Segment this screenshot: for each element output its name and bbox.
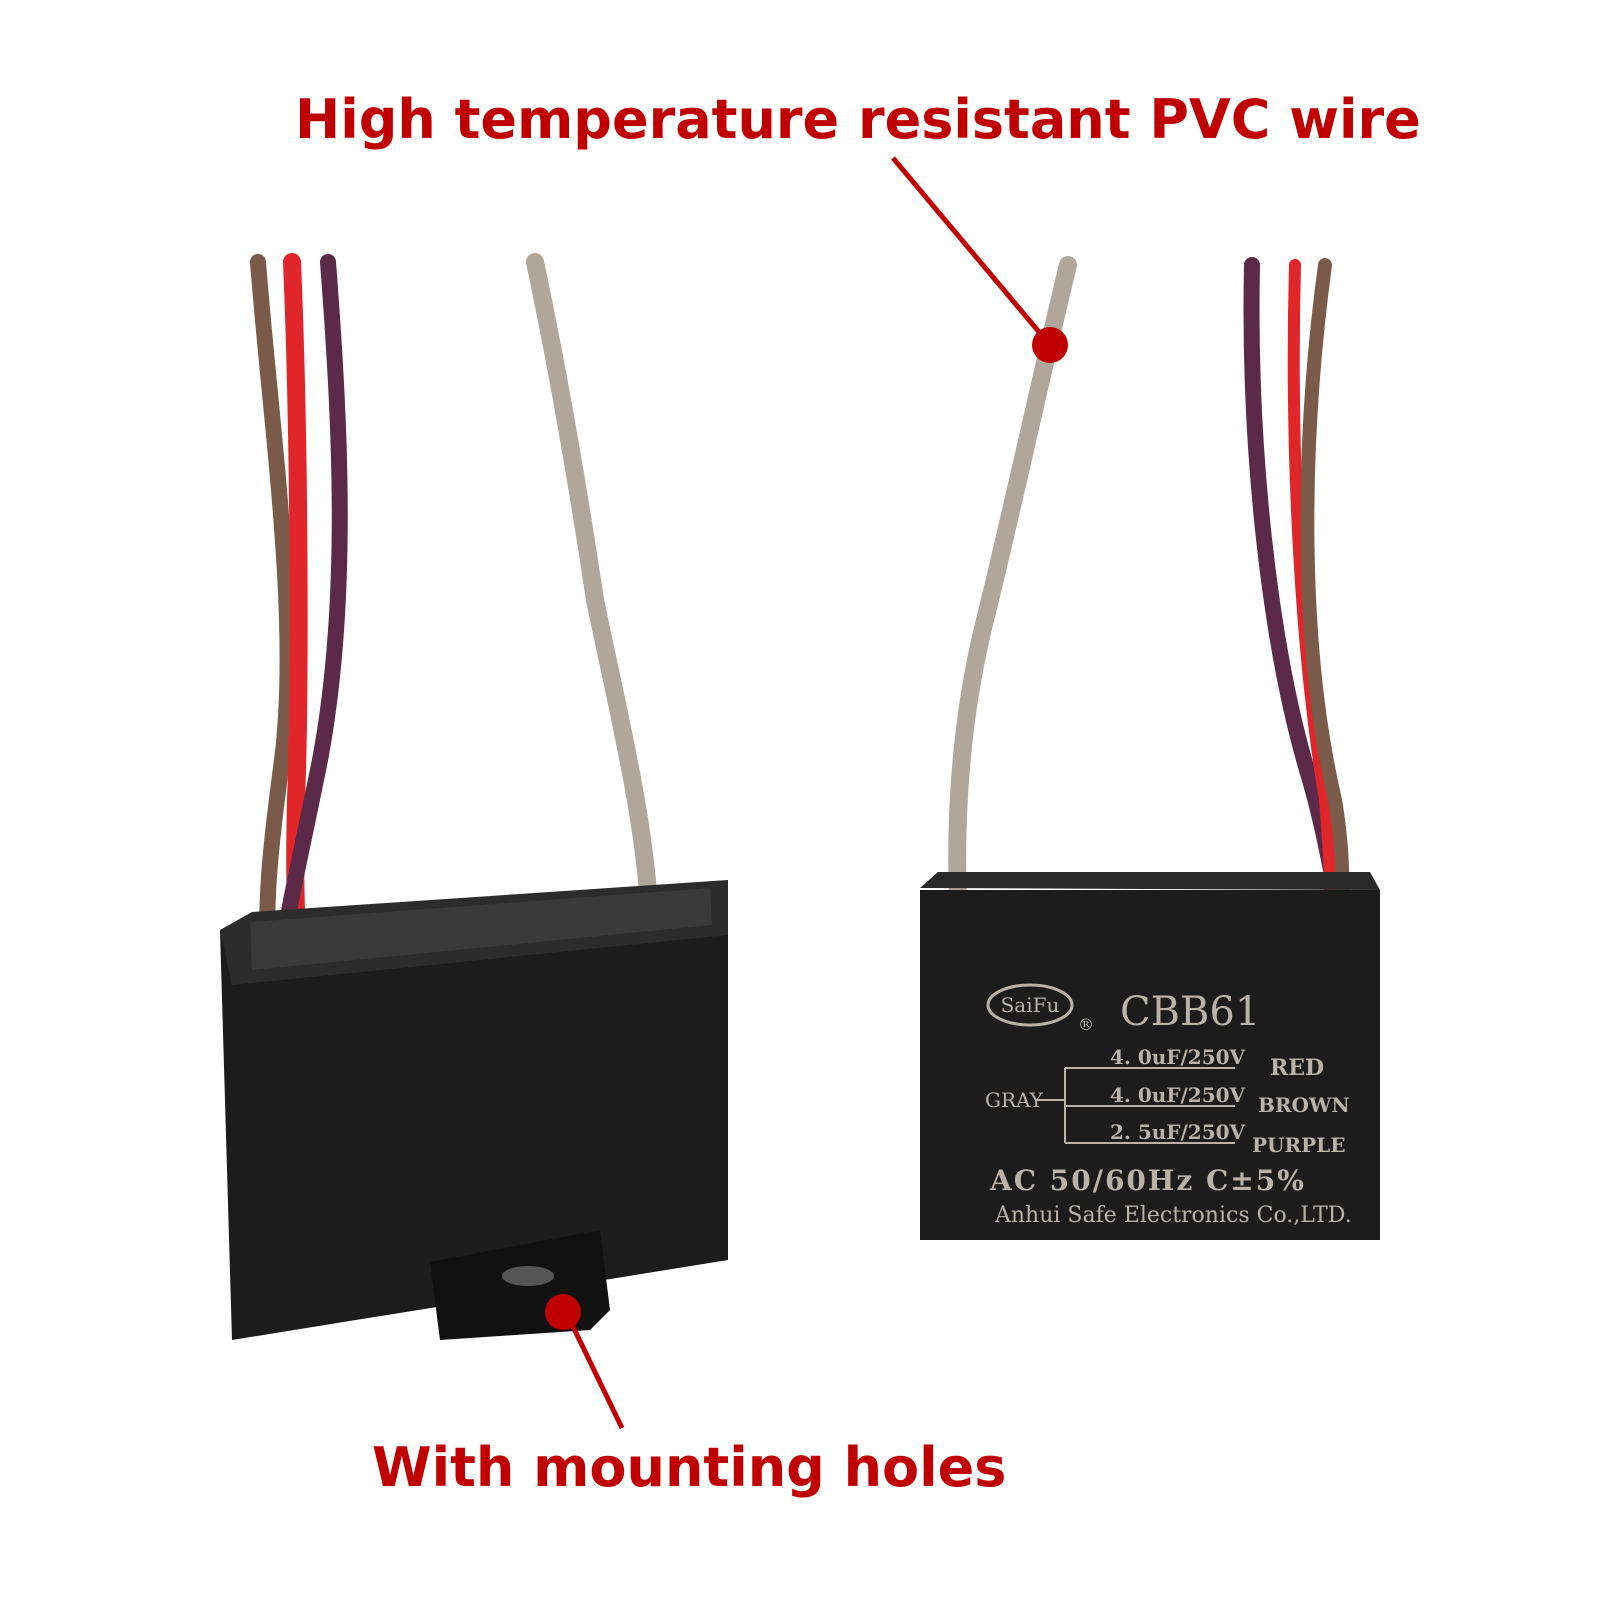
spec-text: AC 50/60Hz C±5%: [989, 1164, 1306, 1197]
rating-3: 2. 5uF/250V: [1110, 1120, 1246, 1144]
wire-brown: [1300, 258, 1352, 907]
mounting-hole: [502, 1266, 554, 1286]
rating-1: 4. 0uF/250V: [1110, 1045, 1246, 1069]
right-capacitor: SaiFu ® CBB61 GRAY 4. 0uF/250V 4. 0uF/25…: [920, 872, 1380, 1240]
pointer-dot: [1032, 327, 1068, 363]
rating-2: 4. 0uF/250V: [1110, 1083, 1246, 1107]
right-wires: [948, 256, 1352, 909]
callout-mounting-holes: With mounting holes: [372, 1436, 1007, 1499]
callout-wire: High temperature resistant PVC wire: [295, 88, 1421, 151]
brand-text: SaiFu: [1001, 993, 1060, 1017]
wire-gray: [526, 253, 659, 929]
model-text: CBB61: [1120, 989, 1260, 1035]
left-wires: [250, 253, 659, 994]
pointer-dot: [545, 1294, 581, 1330]
common-wire-label: GRAY: [985, 1088, 1044, 1112]
maker-text: Anhui Safe Electronics Co.,LTD.: [994, 1203, 1352, 1228]
brand-logo: [986, 983, 1074, 1027]
wire-brown: [250, 254, 296, 968]
wire-label-red: RED: [1270, 1055, 1324, 1081]
wire-label-purple: PURPLE: [1252, 1133, 1345, 1157]
wire-label-brown: BROWN: [1258, 1093, 1350, 1117]
wire-purple: [274, 254, 348, 968]
callout-pointers: [545, 156, 1068, 1430]
registered-mark: ®: [1078, 1015, 1094, 1034]
left-capacitor: [220, 880, 728, 1340]
wire-gray: [948, 256, 1077, 909]
